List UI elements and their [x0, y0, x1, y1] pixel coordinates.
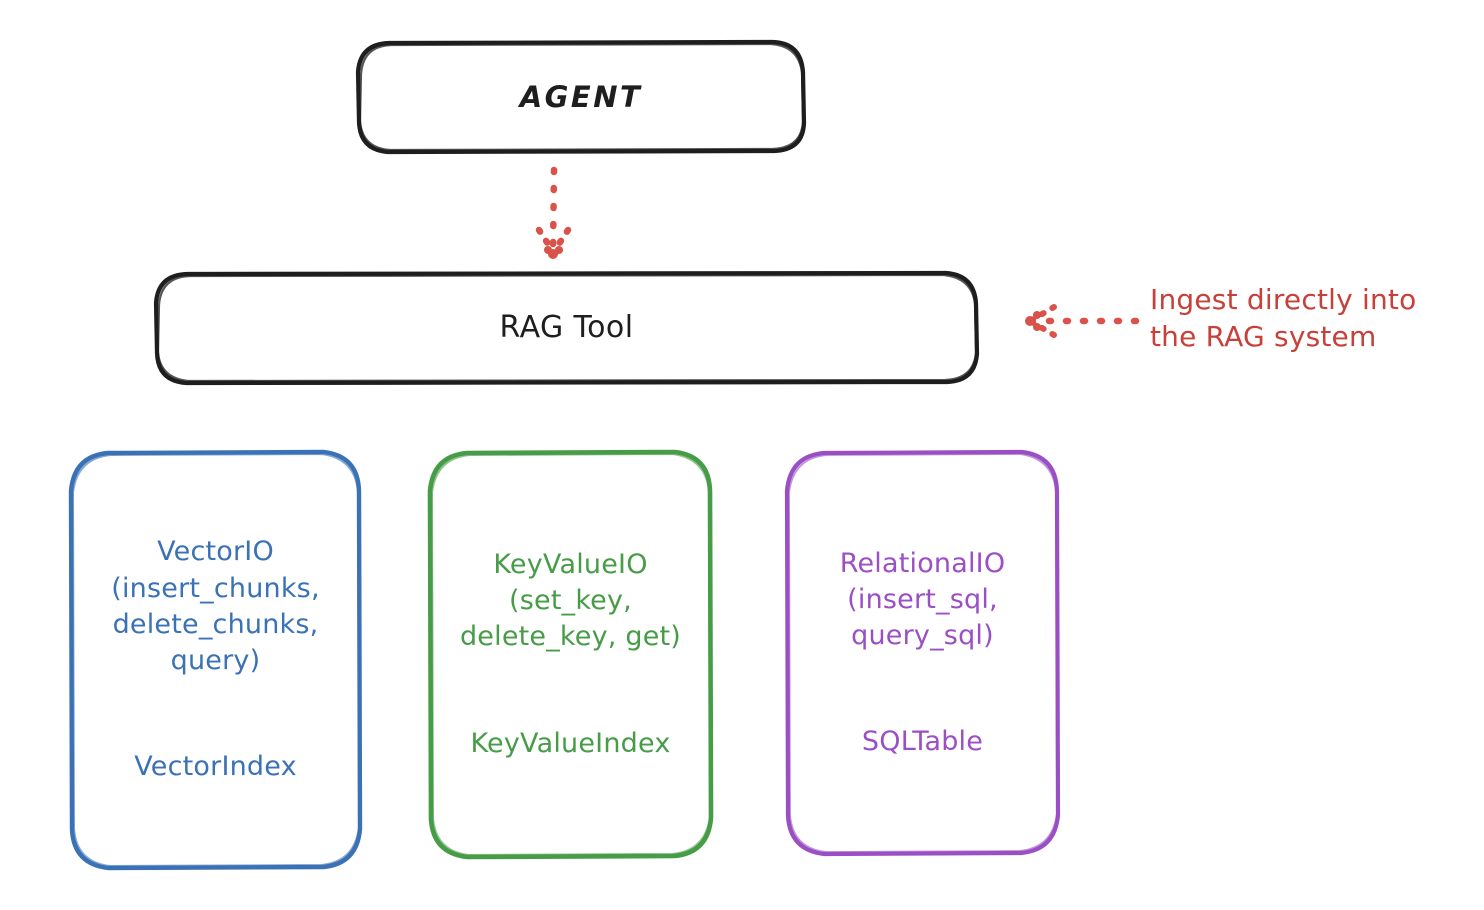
sql-table-text: SQLTable [861, 726, 984, 758]
key-value-io-box-outline [427, 449, 714, 860]
ingest-annotation-label: Ingest directly into the RAG system [1150, 283, 1417, 354]
connector-agent-to-rag-tool [535, 166, 572, 259]
vector-io-api-text: VectorIO (insert_chunks, delete_chunks, … [111, 536, 320, 676]
vector-io-label: VectorIO (insert_chunks, delete_chunks, … [111, 498, 319, 821]
relational-io-box-outline [784, 449, 1061, 857]
node-rag-tool[interactable]: RAG Tool [153, 270, 980, 386]
agent-label: AGENT [519, 79, 643, 114]
node-vector-io[interactable]: VectorIO (insert_chunks, delete_chunks, … [68, 449, 363, 871]
relational-io-api-text: RelationalIO (insert_sql, query_sql) [839, 547, 1006, 651]
node-relational-io[interactable]: RelationalIO (insert_sql, query_sql) SQL… [784, 449, 1061, 857]
key-value-index-text: KeyValueIndex [470, 727, 671, 759]
rag-tool-box-outline [153, 270, 980, 386]
relational-io-label: RelationalIO (insert_sql, query_sql) SQL… [840, 509, 1006, 796]
rag-tool-label: RAG Tool [499, 310, 634, 346]
node-key-value-io[interactable]: KeyValueIO (set_key, delete_key, get) Ke… [427, 449, 714, 860]
node-agent[interactable]: AGENT [355, 39, 807, 155]
connector-ingest-to-rag-tool [1025, 304, 1140, 338]
vector-io-box-outline [68, 449, 363, 871]
key-value-io-label: KeyValueIO (set_key, delete_key, get) Ke… [460, 511, 681, 798]
vector-index-text: VectorIndex [134, 751, 297, 783]
agent-box-outline [355, 39, 807, 155]
key-value-io-api-text: KeyValueIO (set_key, delete_key, get) [459, 549, 682, 653]
